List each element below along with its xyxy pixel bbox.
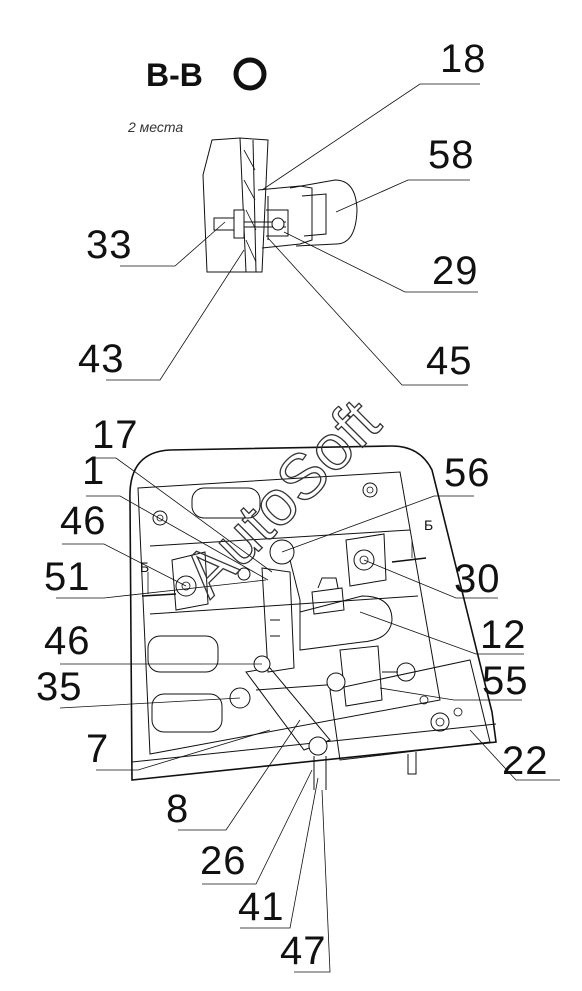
- section-note: 2 места: [127, 119, 183, 135]
- callout-46-upper: 46: [60, 499, 107, 543]
- callout-12: 12: [480, 613, 527, 657]
- callout-43: 43: [78, 337, 125, 381]
- callout-leaders-lower: [56, 457, 560, 973]
- callout-56: 56: [444, 451, 491, 495]
- callout-30: 30: [454, 557, 501, 601]
- watermark-text: AutoSoft: [169, 385, 394, 610]
- callout-29: 29: [432, 249, 479, 293]
- callout-35: 35: [36, 665, 83, 709]
- callout-41: 41: [238, 885, 285, 929]
- callout-17: 17: [92, 413, 139, 457]
- callout-1: 1: [82, 449, 105, 493]
- callout-22: 22: [502, 739, 549, 783]
- main-assembly: [129, 445, 497, 790]
- section-circle-symbol: [233, 57, 267, 91]
- section-title: B-B: [146, 57, 203, 93]
- callout-47: 47: [280, 929, 327, 973]
- callout-46-lower: 46: [44, 619, 91, 663]
- section-mark-right: Б: [424, 517, 433, 533]
- section-mark-left: Б: [140, 559, 149, 575]
- callout-8: 8: [166, 787, 189, 831]
- callout-leaders-upper: [106, 83, 480, 386]
- callout-58: 58: [428, 133, 475, 177]
- callout-55: 55: [482, 659, 529, 703]
- section-detail: [202, 137, 358, 273]
- callout-26: 26: [200, 839, 247, 883]
- callout-45: 45: [426, 339, 473, 383]
- callout-33: 33: [86, 223, 133, 267]
- callout-18: 18: [440, 37, 487, 81]
- callout-7: 7: [86, 727, 109, 771]
- callout-51: 51: [44, 555, 91, 599]
